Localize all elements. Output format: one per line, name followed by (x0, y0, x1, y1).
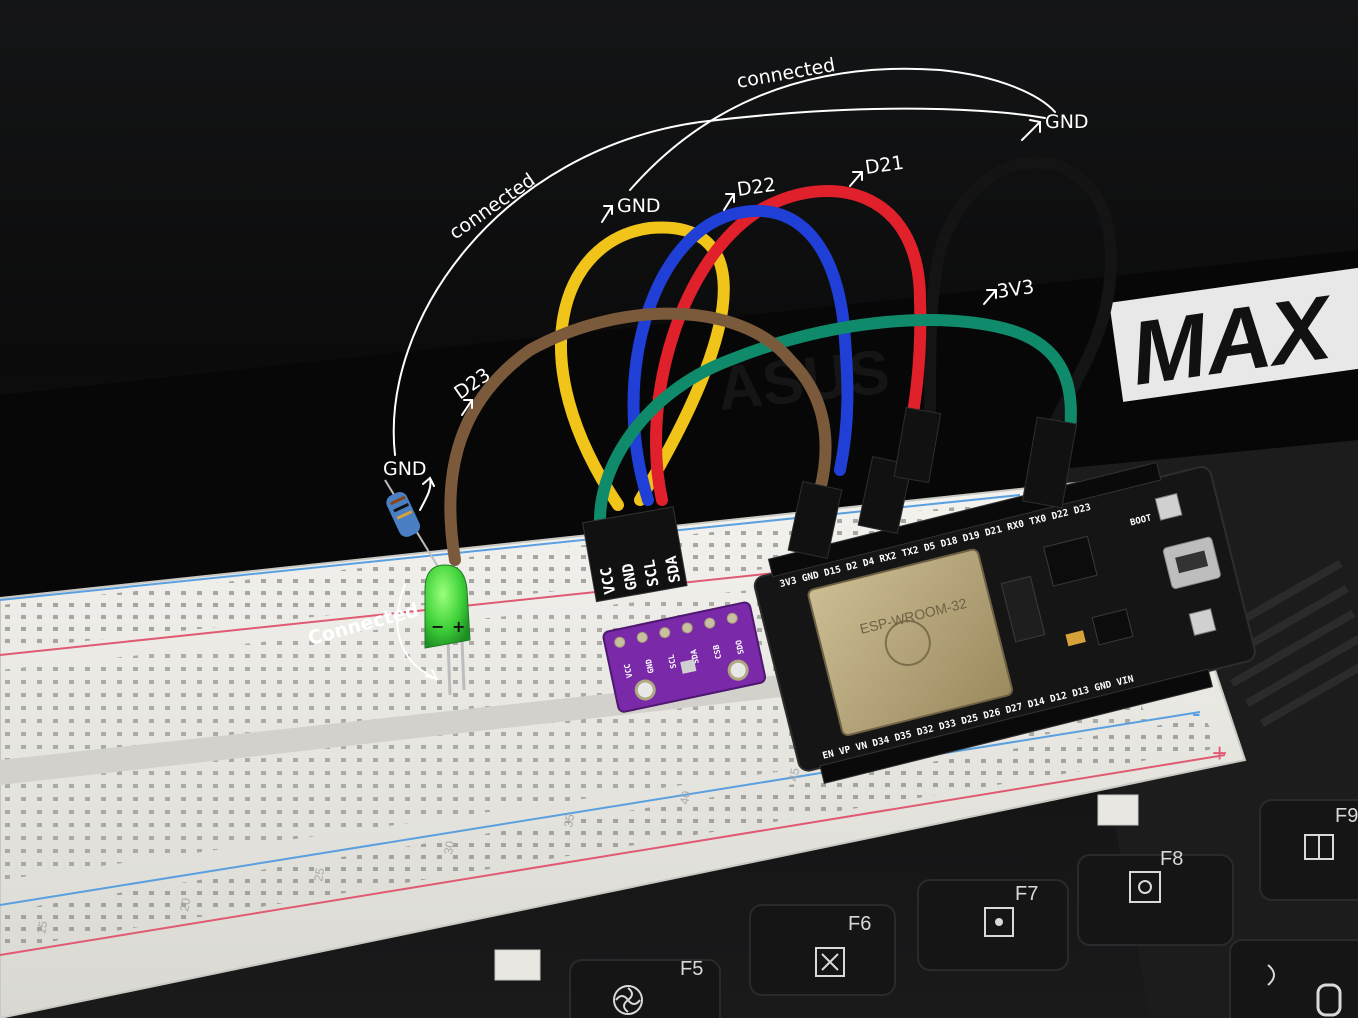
brightness-down-icon (984, 907, 1014, 937)
column-number: 35 (561, 813, 577, 829)
esp32-capacitor (1065, 630, 1086, 647)
wire-connectors (787, 407, 1078, 559)
fan-icon (613, 985, 643, 1015)
wire-green-3v3 (594, 314, 1077, 526)
sensor-label-gnd: GND (644, 658, 656, 674)
column-number: 45 (786, 767, 802, 783)
column-number: 40 (677, 790, 693, 806)
header-label-sda: SDA (662, 554, 684, 584)
led-plus: + (452, 617, 465, 636)
key-f9[interactable]: F9 (1259, 799, 1358, 901)
bmp280-sensor-board: VCC GND SCL SDA CSB SDO (602, 601, 767, 713)
key-f8-label: F8 (1160, 848, 1183, 870)
rail-plus-label: + (1212, 738, 1227, 768)
wire-brown-d23 (444, 307, 832, 566)
column-number: 20 (177, 897, 193, 913)
rail-top-blue (0, 494, 1021, 601)
jumper-wires (444, 156, 1117, 566)
led-minus: − (431, 617, 444, 636)
esp32-regulator (1091, 608, 1134, 646)
annotation-d21: D21 (864, 152, 905, 179)
brightness-up-icon (1129, 871, 1161, 903)
header-label-scl: SCL (640, 558, 662, 588)
column-number: 15 (34, 920, 50, 936)
resistor (384, 479, 441, 571)
breadboard-clip (1097, 794, 1139, 826)
reset-button[interactable] (1188, 608, 1217, 637)
annotation-gnd-sensor: GND (617, 195, 661, 217)
x-key-icon (815, 947, 845, 977)
key-f5-label: F5 (680, 958, 703, 980)
annotations (392, 67, 1056, 681)
annotation-arrow-d22 (723, 193, 735, 211)
annotation-arrow-d21 (849, 171, 863, 187)
annotation-arc-left (392, 107, 1046, 456)
annotation-d22: D22 (736, 174, 777, 201)
annotation-arrow-gnd-top (1021, 119, 1041, 141)
rail-bottom-red (0, 754, 1226, 956)
key-f7[interactable]: F7 (917, 879, 1069, 971)
rail-minus-label: - (1192, 698, 1201, 728)
key-f8[interactable]: F8 (1077, 848, 1234, 946)
sensor-header-connector: VCC GND SCL SDA (581, 506, 688, 603)
header-label-gnd: GND (618, 562, 640, 592)
wire-blue-d22 (627, 204, 854, 506)
annotation-gnd-resistor: GND (383, 458, 427, 480)
wire-black-gnd (924, 156, 1117, 496)
column-number: 25 (311, 867, 327, 883)
annotation-arrow-gnd-sensor (601, 205, 613, 223)
sensor-label-csb: CSB (711, 644, 723, 660)
display-switch-icon (1304, 834, 1334, 860)
header-label-vcc: VCC (597, 566, 619, 596)
annotation-arc-led (396, 584, 440, 681)
esp32-bottom-pins (819, 668, 1214, 784)
key-row-lower (1229, 939, 1358, 1018)
esp32-wifi-module (807, 548, 1014, 737)
boot-button[interactable] (1154, 492, 1183, 521)
rail-bottom-blue (0, 711, 1201, 906)
key-f9-label: F9 (1335, 805, 1358, 827)
key-f6[interactable]: F6 (749, 904, 896, 996)
sensor-label-sda: SDA (689, 648, 701, 664)
key-f6-label: F6 (848, 913, 871, 935)
esp32-usb-chip (1043, 535, 1098, 587)
sensor-label-scl: SCL (666, 653, 678, 669)
laptop-vent (1200, 560, 1358, 727)
annotation-arrow-d23 (461, 399, 473, 416)
wire-yellow-gnd (555, 221, 730, 511)
annotation-arrow-gnd-resistor (419, 476, 435, 511)
sensor-label-vcc: VCC (622, 663, 634, 679)
annotation-arrow-3v3 (983, 289, 997, 305)
green-led: − + (424, 564, 471, 696)
key-f5[interactable]: F5 (569, 958, 721, 1018)
annotation-gnd-top-right: GND (1045, 111, 1089, 133)
key-f7-label: F7 (1015, 883, 1038, 905)
sensor-label-sdo: SDO (734, 639, 746, 655)
keyboard: F5 F6 F7 F8 (569, 799, 1358, 1018)
breadboard-clip (494, 949, 541, 981)
column-number: 30 (441, 840, 457, 856)
annotation-arc-top (629, 67, 1056, 191)
wire-red-d21 (650, 185, 927, 506)
annotation-3v3: 3V3 (996, 276, 1036, 303)
